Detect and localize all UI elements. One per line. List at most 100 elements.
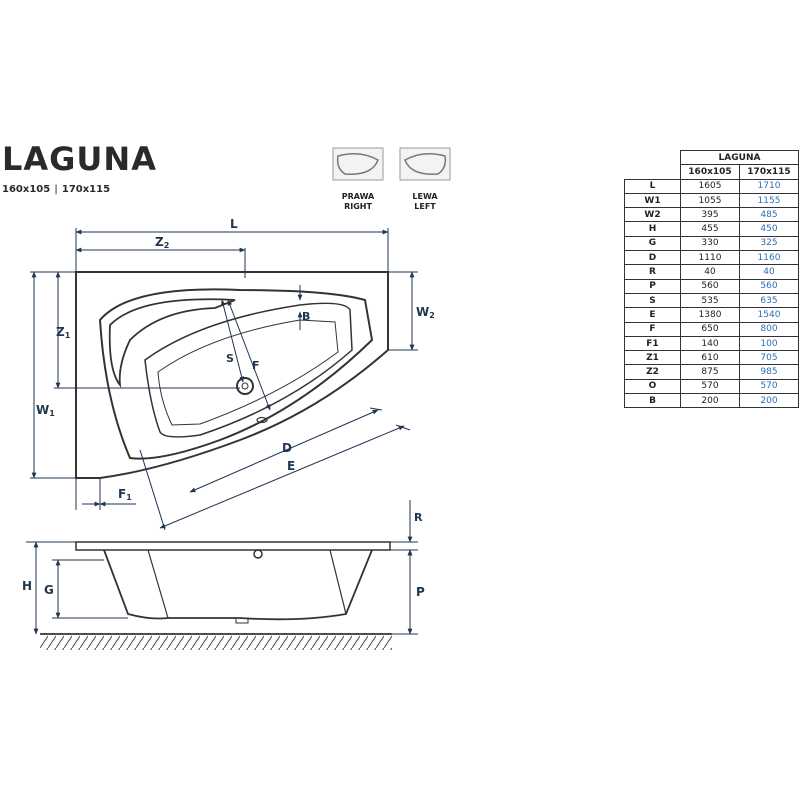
table-cell-v1: 1605 [680,178,740,194]
size-variants: 160x105|170x115 [2,184,111,195]
label-G: G [44,583,54,597]
drain-icon [236,377,254,395]
table-cell-label: W1 [624,192,681,209]
label-S: S [226,352,234,365]
label-W1: W1 [36,403,55,418]
orientation-left-line2: LEFT [414,202,436,211]
table-cell-v1: 875 [680,364,740,380]
table-header: LAGUNA [680,149,799,166]
table-cell-v2: 1155 [739,192,799,209]
label-F: F [252,359,260,372]
label-W2: W2 [416,305,435,320]
table-cell-v2: 485 [739,207,799,223]
table-cell-label: Z1 [624,350,681,366]
table-cell-label: O [624,378,681,395]
table-cell-v1: 570 [680,378,740,395]
floor-hatch [40,636,392,650]
label-Z1: Z1 [56,325,71,340]
label-Z2: Z2 [155,235,169,250]
tub-headrest [108,298,236,388]
side-view [40,541,392,635]
table-cell-v1: 650 [680,321,740,337]
orientation-right-icon [332,147,384,181]
table-cell-v2: 1160 [739,250,799,266]
table-cell-label: R [624,264,681,280]
table-cell-label: P [624,278,681,294]
side-rim [75,541,391,551]
tub-basin-floor [157,319,339,426]
table-cell-label: H [624,221,681,237]
label-L: L [230,217,238,231]
label-H: H [22,579,32,593]
side-overflow-icon [253,549,263,559]
label-E: E [287,459,295,473]
table-column-2: 170x115 [739,164,799,180]
orientation-right-line2: RIGHT [344,202,372,211]
side-body [103,549,373,621]
tub-basin [144,302,353,438]
table-cell-v1: 140 [680,335,740,352]
size-variant-2: 170x115 [61,184,111,195]
table-cell-v2: 100 [739,335,799,352]
label-B: B [302,310,310,323]
table-cell-label: Z2 [624,364,681,380]
table-cell-v1: 455 [680,221,740,237]
label-D: D [282,441,292,455]
table-cell-v1: 1110 [680,250,740,266]
side-dimension-lines [26,500,418,635]
table-cell-v2: 1710 [739,178,799,194]
table-cell-v1: 1380 [680,307,740,323]
label-R: R [414,511,423,524]
top-view [75,271,389,479]
table-cell-v2: 1540 [739,307,799,323]
table-cell-label: W2 [624,207,681,223]
table-cell-v1: 610 [680,350,740,366]
table-cell-v2: 40 [739,264,799,280]
table-cell-v1: 200 [680,393,740,409]
table-cell-v1: 560 [680,278,740,294]
table-cell-v2: 985 [739,364,799,380]
label-P: P [416,585,425,599]
table-cell-v1: 535 [680,292,740,309]
size-variant-1: 160x105 [2,184,51,195]
dimension-lines [30,228,418,531]
table-cell-v2: 325 [739,235,799,252]
table-cell-label: G [624,235,681,252]
orientation-left-line1: LEWA [412,192,438,201]
table-cell-v2: 200 [739,393,799,409]
table-column-1: 160x105 [680,164,740,180]
table-cell-v2: 635 [739,292,799,309]
table-cell-v2: 560 [739,278,799,294]
table-cell-label: B [624,393,681,409]
label-F1: F1 [118,487,132,502]
table-cell-v1: 40 [680,264,740,280]
table-cell-v1: 1055 [680,192,740,209]
table-cell-v2: 800 [739,321,799,337]
table-cell-v2: 450 [739,221,799,237]
orientation-left-icon [399,147,451,181]
tub-rim-inner [98,288,374,460]
table-cell-label: S [624,292,681,309]
table-cell-v2: 570 [739,378,799,395]
orientation-right-line1: PRAWA [342,192,375,201]
table-cell-label: F [624,321,681,337]
table-cell-label: F1 [624,335,681,352]
table-cell-label: L [624,178,681,194]
